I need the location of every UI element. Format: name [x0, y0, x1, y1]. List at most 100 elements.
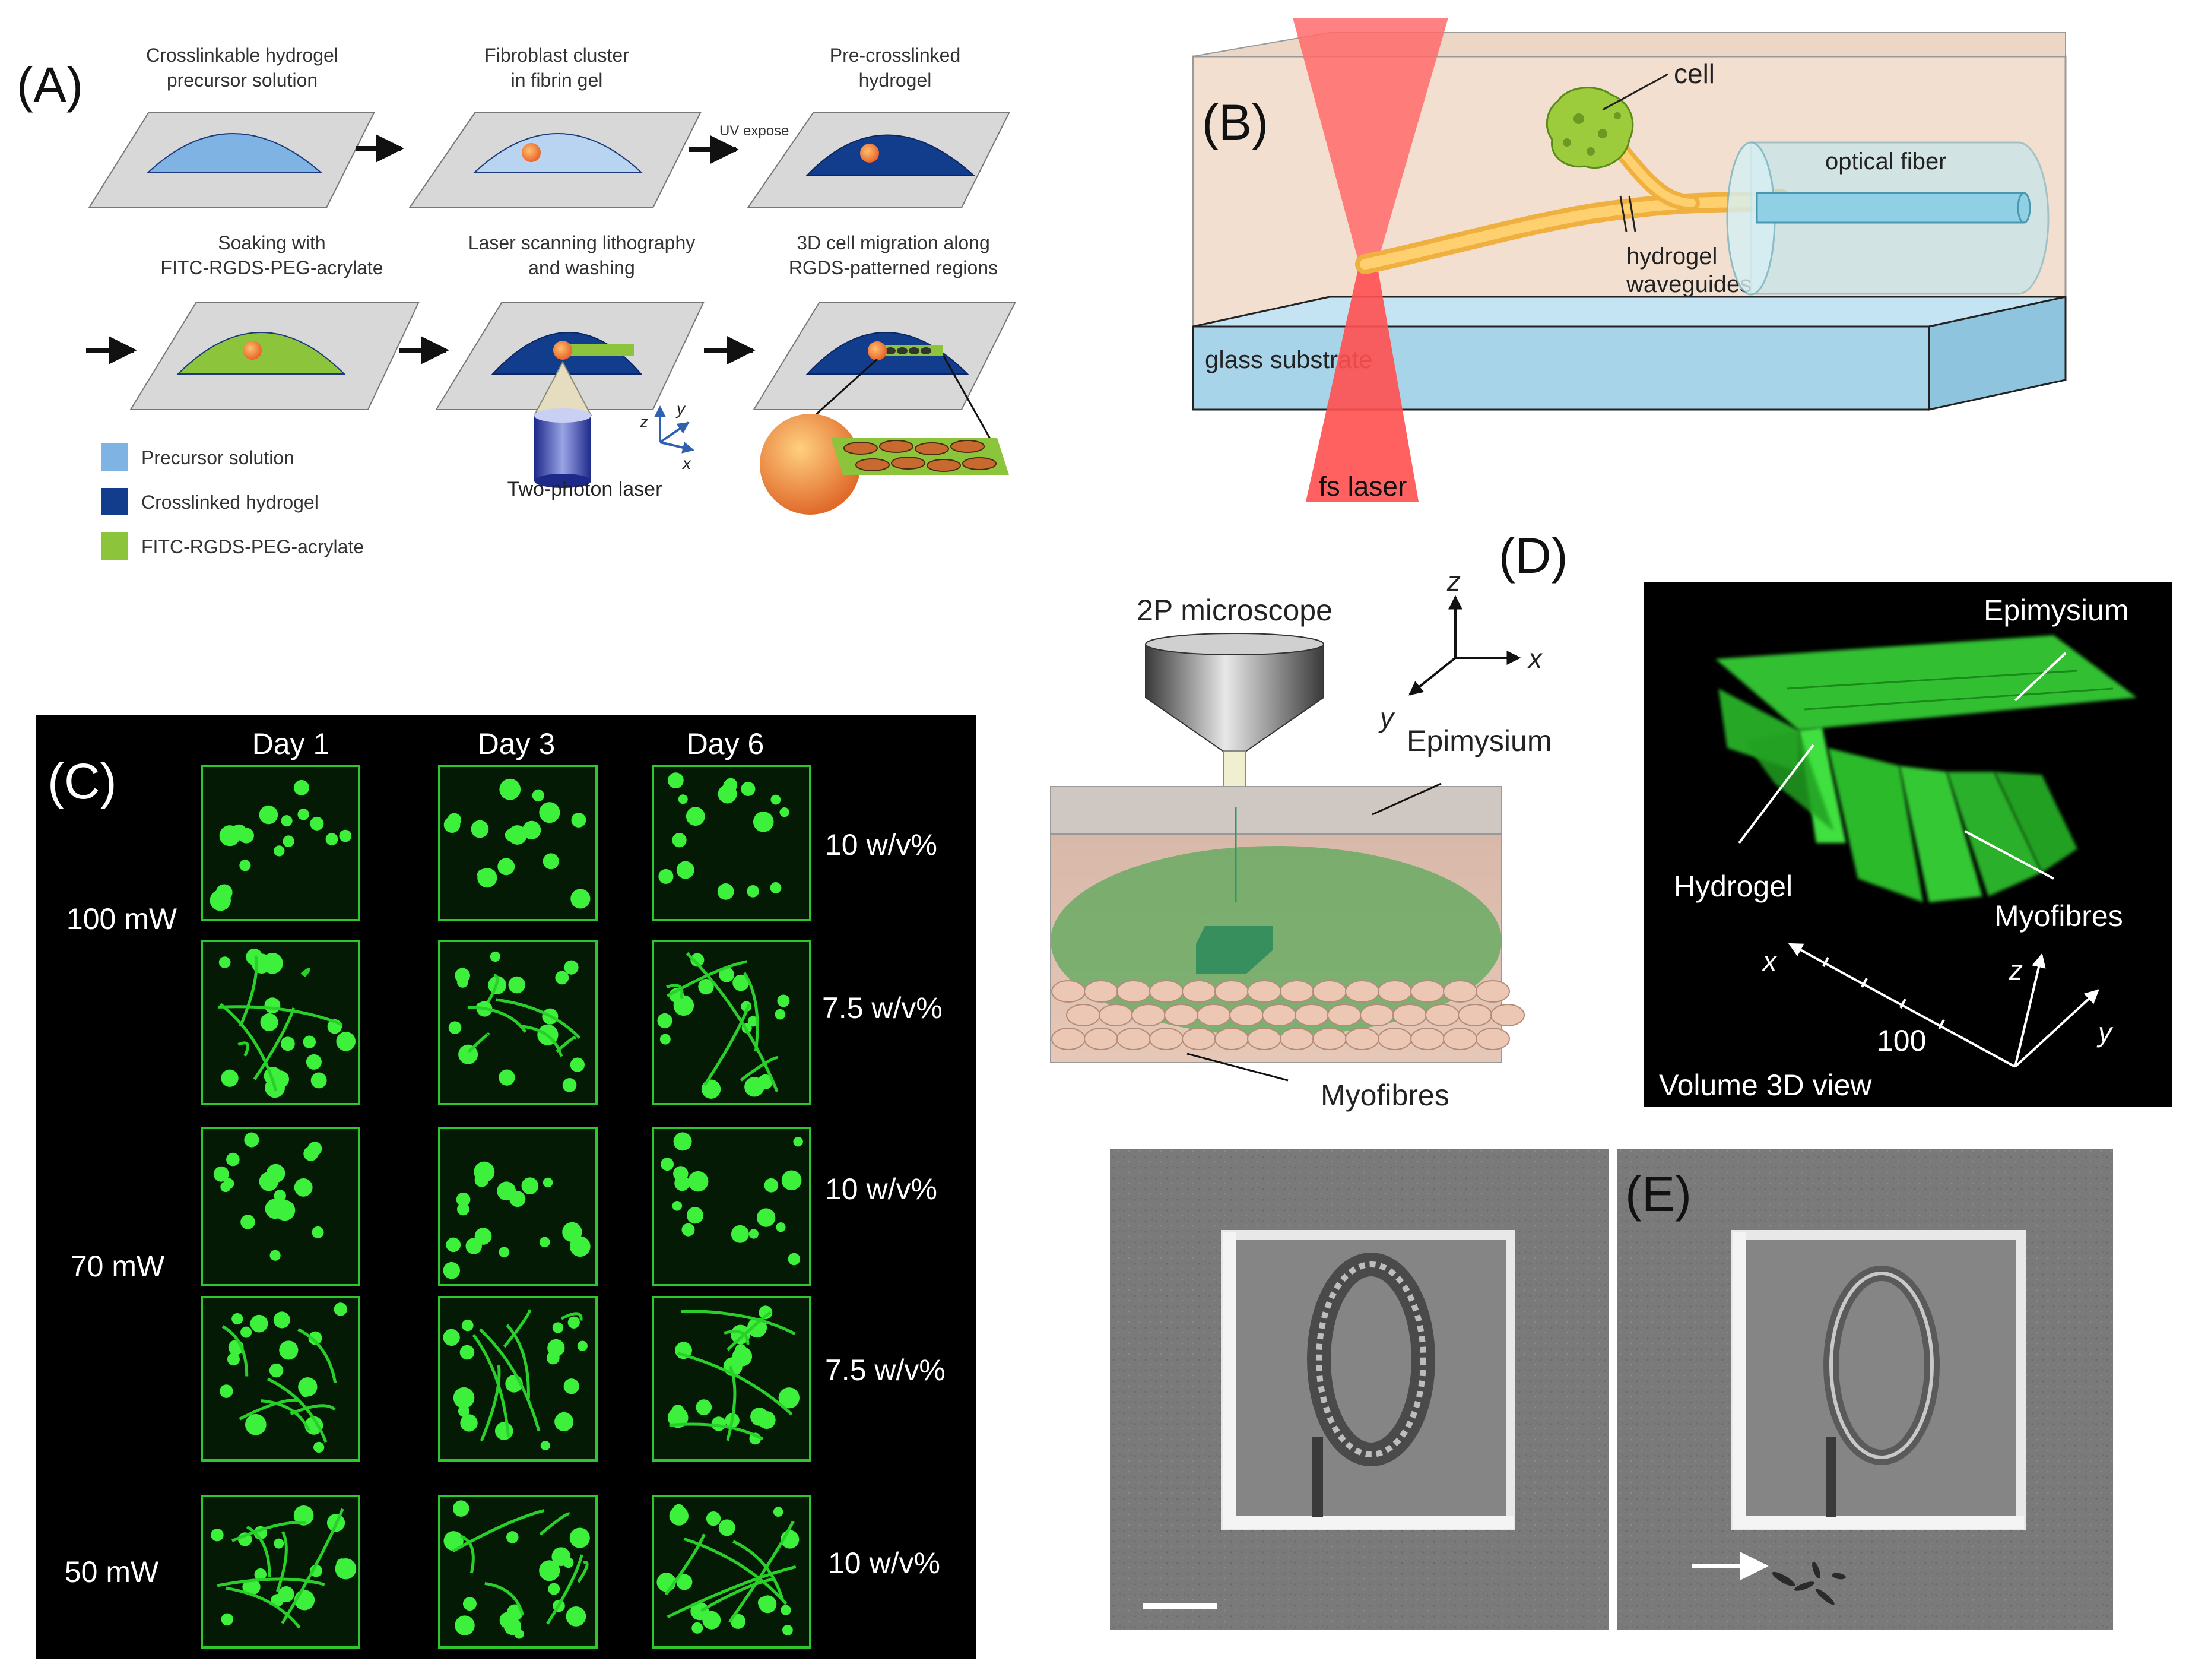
- myofibres-label: Myofibres: [1321, 1079, 1449, 1112]
- panel-d-label: (D): [1499, 528, 1568, 584]
- legend-swatch-crosslinked: [101, 488, 128, 515]
- muscle-tissue-schematic: [1050, 786, 1525, 1063]
- micrograph-right: [1617, 1149, 2113, 1630]
- day1-header: Day 1: [252, 727, 330, 760]
- power-70mw: 70 mW: [71, 1250, 165, 1283]
- microscope-label: 2P microscope: [1137, 594, 1333, 627]
- step4-caption-line2: FITC-RGDS-PEG-acrylate: [160, 257, 383, 278]
- fluorescence-grid: [201, 765, 811, 1649]
- fluorescence-tile: [652, 1127, 811, 1286]
- step2-cell-cluster: [522, 143, 541, 162]
- fluorescence-tile: [652, 765, 811, 921]
- fluorescence-tile: [438, 1495, 598, 1649]
- epimysium-layer: [1050, 786, 1502, 841]
- step4-caption-line1: Soaking with: [218, 232, 325, 253]
- step2-caption-line1: Fibroblast cluster: [484, 45, 629, 66]
- migrated-cells: [1772, 1561, 1846, 1605]
- step3-cell-cluster: [860, 144, 879, 163]
- step6-caption-line1: 3D cell migration along: [797, 232, 990, 253]
- step1-caption-line2: precursor solution: [167, 69, 318, 91]
- step1-caption-line1: Crosslinkable hydrogel: [146, 45, 338, 66]
- panel-b: glass substrate fs laser cell hydrogel w…: [1192, 18, 2067, 502]
- panel-a-label: (A): [17, 57, 83, 113]
- conc-row3: 10 w/v%: [825, 1172, 937, 1206]
- step5-caption-line2: and washing: [528, 257, 635, 278]
- step4-cell-cluster: [243, 341, 262, 360]
- legend-swatch-precursor: [101, 443, 128, 471]
- conc-row2: 7.5 w/v%: [822, 991, 943, 1025]
- d-axis-y: y: [1378, 702, 1395, 733]
- panel-a-legend: Precursor solution Crosslinked hydrogel …: [101, 443, 364, 560]
- waveguides-label-line2: waveguides: [1626, 271, 1752, 297]
- volume-render: [1715, 635, 2137, 902]
- scale-bar: [1143, 1603, 1217, 1609]
- day6-header: Day 6: [687, 727, 764, 760]
- inset-epimysium-label: Epimysium: [1984, 594, 2128, 627]
- fluorescence-tile: [201, 1127, 360, 1286]
- conc-row5: 10 w/v%: [828, 1546, 940, 1580]
- 2p-objective: [1145, 644, 1324, 752]
- optical-fiber: [1726, 141, 2050, 296]
- fluorescence-tile: [201, 940, 360, 1105]
- fs-laser-beam-top: [1293, 18, 1448, 264]
- inset-view-label: Volume 3D view: [1659, 1069, 1872, 1102]
- step6-migrating-cells: [885, 347, 931, 354]
- printed-structure: [1196, 926, 1273, 974]
- fluorescence-tile: [438, 1296, 598, 1462]
- fs-laser-beam-bottom: [1306, 264, 1419, 502]
- panel-c: (C) Day 1 Day 3 Day 6 100 mW 70 mW 50 mW…: [36, 715, 976, 1659]
- inset-axis-z: z: [2009, 955, 2023, 985]
- uv-expose-label: UV expose: [719, 123, 789, 139]
- power-50mw: 50 mW: [65, 1555, 159, 1589]
- waveguides-label-line1: hydrogel: [1626, 243, 1717, 270]
- day3-header: Day 3: [478, 727, 556, 760]
- fluorescence-tile: [652, 1495, 811, 1649]
- optical-fiber-label: optical fiber: [1825, 148, 1947, 175]
- zoom-cell-sheet: [831, 438, 1009, 475]
- a-axis-z: z: [639, 413, 648, 431]
- glass-substrate-side: [1928, 296, 2067, 411]
- fluorescence-tile: [652, 1296, 811, 1462]
- fluorescence-tile: [201, 1495, 360, 1649]
- d-axis-x: x: [1527, 643, 1543, 674]
- panel-d: (D) 2P microscope z x y Epimysium Myofib…: [1050, 528, 2172, 1112]
- panel-b-label: (B): [1202, 94, 1268, 150]
- power-100mw: 100 mW: [66, 902, 177, 936]
- fluorescence-tile: [438, 765, 598, 921]
- fluorescence-tile: [438, 1127, 598, 1286]
- step5-cell-cluster: [553, 341, 572, 360]
- fluorescence-tile: [438, 940, 598, 1105]
- legend-label-fitc: FITC-RGDS-PEG-acrylate: [141, 536, 364, 557]
- epimysium-label: Epimysium: [1407, 724, 1552, 757]
- micrograph-left: [1110, 1149, 1609, 1630]
- legend-label-crosslinked: Crosslinked hydrogel: [141, 492, 319, 513]
- fluorescence-tile: [201, 765, 360, 921]
- two-photon-laser-label: Two-photon laser: [507, 478, 662, 500]
- two-photon-objective: [534, 416, 591, 481]
- step5-rgds-stripe: [563, 344, 634, 356]
- conc-row4: 7.5 w/v%: [825, 1353, 946, 1387]
- d-axis-z: z: [1446, 566, 1461, 597]
- panel-c-label: (C): [47, 753, 117, 809]
- legend-swatch-fitc: [101, 532, 128, 560]
- step5-caption-line1: Laser scanning lithography: [468, 232, 695, 253]
- panel-e-label: (E): [1625, 1166, 1692, 1222]
- step1-dome: [147, 133, 322, 173]
- fluorescence-tile: [201, 1296, 360, 1462]
- cell-body: [1546, 87, 1634, 169]
- cell-label: cell: [1674, 58, 1715, 89]
- a-axis-x: x: [681, 454, 691, 473]
- panel-e: (E): [1110, 1149, 2113, 1630]
- inset-axis-y: y: [2096, 1017, 2114, 1048]
- step2-caption-line2: in fibrin gel: [511, 69, 603, 91]
- conc-row1: 10 w/v%: [825, 828, 937, 861]
- step3-dome: [805, 134, 975, 176]
- inset-axis-x: x: [1762, 946, 1778, 977]
- step6-caption-line2: RGDS-patterned regions: [789, 257, 998, 278]
- panel-a: (A) Crosslinkable hydrogel precursor sol…: [17, 45, 1016, 560]
- inset-myofibres-label: Myofibres: [1994, 899, 2123, 933]
- legend-label-precursor: Precursor solution: [141, 447, 294, 468]
- a-axis-y: y: [675, 400, 686, 418]
- glass-substrate-top: [1192, 296, 2066, 328]
- fs-laser-label: fs laser: [1319, 471, 1407, 502]
